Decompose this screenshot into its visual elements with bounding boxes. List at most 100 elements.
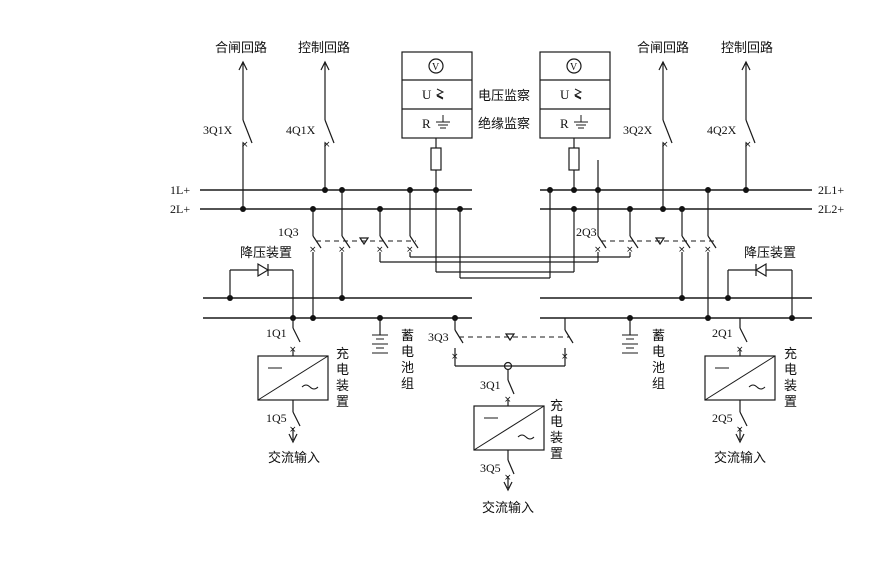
battery-right (622, 318, 638, 354)
svg-text:电: 电 (550, 415, 563, 430)
label-2l-plus: 2L+ (170, 202, 190, 216)
label-ac-input-right: 交流输入 (714, 450, 766, 466)
battery-left (372, 318, 388, 354)
svg-text:装: 装 (550, 431, 563, 446)
battery-label-left: 蓄 电 池 组 (401, 329, 414, 392)
label-control-circuit-left: 控制回路 (298, 40, 350, 56)
svg-text:×: × (661, 140, 669, 150)
svg-text:充: 充 (550, 398, 563, 414)
svg-text:蓄: 蓄 (652, 329, 665, 344)
svg-text:×: × (626, 245, 634, 255)
svg-text:装: 装 (336, 379, 349, 394)
label-1q1: 1Q1 (266, 326, 287, 340)
meter-u-label-right: U (560, 87, 570, 102)
label-voltage-monitor: 电压监察 (478, 89, 530, 104)
svg-text:×: × (704, 245, 712, 255)
outgoing-control-circuit-right: × (741, 60, 756, 190)
label-ac-input-center: 交流输入 (482, 500, 534, 516)
label-1q5: 1Q5 (266, 411, 287, 425)
label-3q1x: 3Q1X (203, 123, 233, 137)
ground-icon-right (574, 115, 588, 129)
svg-text:电: 电 (652, 345, 665, 360)
svg-text:×: × (406, 245, 414, 255)
monitor-panel-left: V U R (401, 51, 473, 190)
charger-center: × × (473, 370, 545, 492)
svg-text:×: × (678, 245, 686, 255)
label-2q3: 2Q3 (576, 225, 597, 239)
charger-label-left: 充 电 装 置 (336, 346, 349, 410)
svg-text:×: × (736, 425, 744, 435)
charger-right: × × (704, 318, 776, 444)
label-step-down-left: 降压装置 (240, 246, 292, 261)
outgoing-close-circuit-right: × (658, 60, 673, 209)
monitor-panel-right: V U R (539, 51, 611, 190)
svg-text:置: 置 (784, 395, 797, 410)
label-close-circuit-right: 合闸回路 (637, 40, 689, 56)
voltage-relay-icon (435, 88, 445, 100)
svg-text:电: 电 (336, 363, 349, 378)
label-step-down-right: 降压装置 (744, 246, 796, 261)
lower-bus-right (540, 295, 812, 321)
voltage-relay-icon-right (573, 88, 583, 100)
battery-label-right: 蓄 电 池 组 (652, 329, 665, 392)
label-ac-input-left: 交流输入 (268, 450, 320, 466)
meter-u-label: U (422, 87, 432, 102)
label-1q3: 1Q3 (278, 225, 299, 239)
svg-text:蓄: 蓄 (401, 329, 414, 344)
meter-v-icon-right: V (570, 62, 578, 73)
svg-text:×: × (744, 140, 752, 150)
svg-text:置: 置 (336, 395, 349, 410)
svg-text:×: × (338, 245, 346, 255)
svg-text:×: × (323, 140, 331, 150)
bus-junctions (240, 187, 749, 212)
lower-bus-left (203, 295, 472, 321)
label-1l-plus: 1L+ (170, 183, 190, 197)
svg-text:×: × (309, 245, 317, 255)
charger-label-right: 充 电 装 置 (784, 346, 797, 410)
label-3q2x: 3Q2X (623, 123, 653, 137)
ground-icon (436, 115, 450, 129)
svg-text:×: × (504, 473, 512, 483)
cross-links (435, 190, 575, 279)
svg-text:池: 池 (652, 361, 665, 376)
svg-text:置: 置 (550, 447, 563, 462)
label-2q1: 2Q1 (712, 326, 733, 340)
switch-group-3q3: × × (451, 318, 574, 371)
label-4q2x: 4Q2X (707, 123, 737, 137)
svg-text:组: 组 (652, 377, 665, 392)
step-down-device-right (727, 262, 793, 318)
meter-r-label: R (422, 116, 431, 131)
charger-left: × × (257, 318, 329, 444)
svg-text:×: × (594, 245, 602, 255)
diode-icon-right (754, 262, 767, 278)
diode-icon (257, 262, 270, 278)
svg-text:电: 电 (784, 363, 797, 378)
label-2l1-plus: 2L1+ (818, 183, 844, 197)
svg-text:×: × (241, 140, 249, 150)
svg-text:组: 组 (401, 377, 414, 392)
svg-text:池: 池 (401, 361, 414, 376)
switch-group-2q3: × × × × (594, 190, 717, 318)
meter-v-icon: V (432, 62, 440, 73)
svg-text:装: 装 (784, 379, 797, 394)
outgoing-close-circuit-left: × (238, 60, 253, 209)
meter-r-label-right: R (560, 116, 569, 131)
label-close-circuit-left: 合闸回路 (215, 40, 267, 56)
label-3q3: 3Q3 (428, 330, 449, 344)
svg-text:×: × (289, 425, 297, 435)
label-control-circuit-right: 控制回路 (721, 40, 773, 56)
svg-text:充: 充 (784, 346, 797, 362)
svg-text:电: 电 (401, 345, 414, 360)
label-2l2-plus: 2L2+ (818, 202, 844, 216)
label-insulation-monitor: 绝缘监察 (478, 116, 530, 132)
svg-text:×: × (376, 245, 384, 255)
label-3q5: 3Q5 (480, 461, 501, 475)
label-4q1x: 4Q1X (286, 123, 316, 137)
charger-label-center: 充 电 装 置 (550, 398, 563, 462)
label-2q5: 2Q5 (712, 411, 733, 425)
switch-group-1q3: × × × × (309, 190, 630, 318)
label-3q1: 3Q1 (480, 378, 501, 392)
outgoing-control-circuit-left: × (320, 60, 335, 190)
